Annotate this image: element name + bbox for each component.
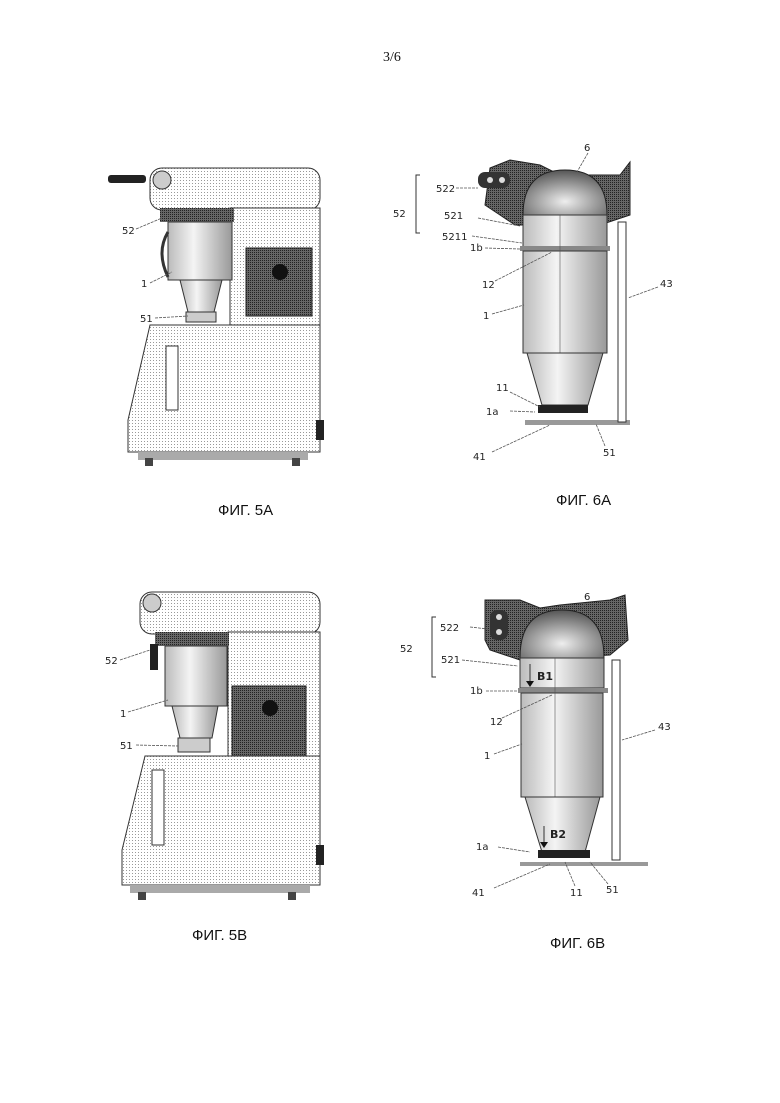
ref-1: 1 — [141, 279, 147, 290]
page-number: 3/6 — [383, 50, 401, 65]
ref-521: 521 — [441, 655, 460, 666]
figure-5b-machine — [122, 592, 324, 900]
ref-1b: 1b — [470, 243, 483, 254]
caption-fig-5a: ФИГ. 5А — [218, 502, 273, 519]
ref-1: 1 — [120, 709, 126, 720]
ref-41: 41 — [473, 452, 486, 463]
ref-6: 6 — [584, 143, 590, 154]
ref-12: 12 — [490, 717, 503, 728]
ref-5211: 5211 — [442, 232, 467, 243]
ref-6: 6 — [584, 592, 590, 603]
ref-51: 51 — [120, 741, 133, 752]
arrow-label-b1: B1 — [537, 670, 553, 683]
ref-43: 43 — [660, 279, 673, 290]
ref-1: 1 — [484, 751, 490, 762]
ref-52: 52 — [105, 656, 118, 667]
ref-43: 43 — [658, 722, 671, 733]
ref-522: 522 — [440, 623, 459, 634]
ref-12: 12 — [482, 280, 495, 291]
ref-51: 51 — [140, 314, 153, 325]
caption-fig-6a: ФИГ. 6А — [556, 492, 611, 509]
arrow-label-b2: B2 — [550, 828, 566, 841]
caption-fig-5b: ФИГ. 5В — [192, 927, 247, 944]
ref-1: 1 — [483, 311, 489, 322]
ref-52: 52 — [400, 644, 413, 655]
ref-52: 52 — [122, 226, 135, 237]
ref-521: 521 — [444, 211, 463, 222]
ref-11: 11 — [496, 383, 509, 394]
ref-52: 52 — [393, 209, 406, 220]
figure-6b-container — [485, 595, 648, 866]
ref-1a: 1a — [486, 407, 499, 418]
ref-11: 11 — [570, 888, 583, 899]
ref-1a: 1a — [476, 842, 489, 853]
ref-51: 51 — [606, 885, 619, 896]
ref-41: 41 — [472, 888, 485, 899]
caption-fig-6b: ФИГ. 6В — [550, 935, 605, 952]
ref-51: 51 — [603, 448, 616, 459]
ref-1b: 1b — [470, 686, 483, 697]
ref-522: 522 — [436, 184, 455, 195]
